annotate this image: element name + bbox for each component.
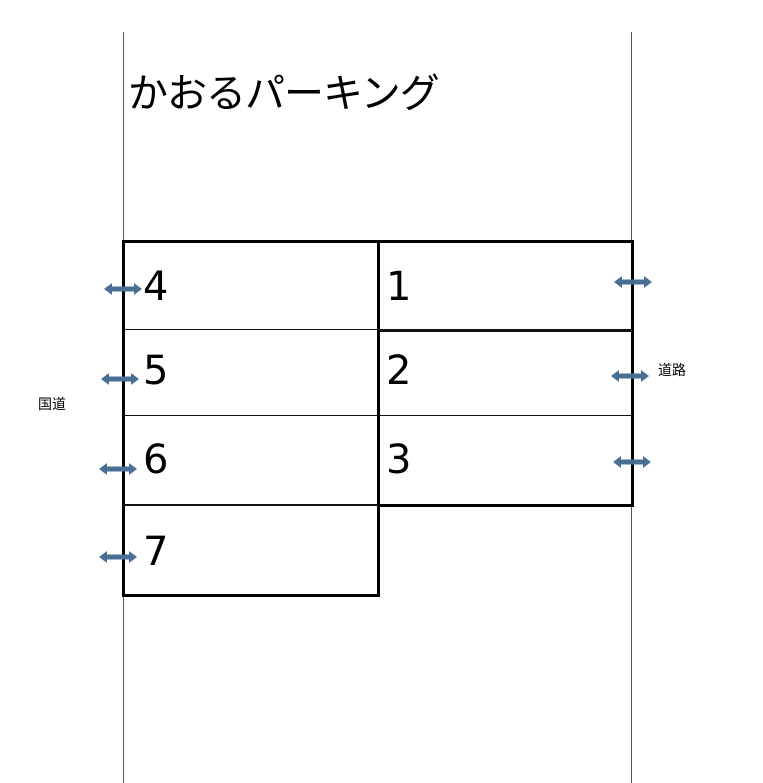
double-headed-arrow-icon [99,551,137,563]
parking-space-1[interactable]: 1 [380,243,631,329]
double-headed-arrow-icon [614,276,652,288]
parking-space-6[interactable]: 6 [125,417,377,504]
parking-lot-title: かおるパーキング [128,71,440,117]
divider-6-7 [124,504,378,506]
space-number: 2 [386,348,412,394]
double-headed-arrow-icon [611,370,649,382]
space-number: 5 [143,348,169,394]
space-number: 6 [143,437,169,483]
double-headed-arrow-icon [613,456,651,468]
left-road-label: 国道 [38,397,66,413]
divider-1-2 [379,329,632,332]
double-headed-arrow-icon [99,463,137,475]
double-headed-arrow-icon [104,283,142,295]
right-road-label: 道路 [658,363,686,379]
divider-2-3 [379,415,632,416]
space-number: 4 [143,264,169,310]
parking-space-7[interactable]: 7 [125,506,377,594]
divider-4-5 [124,329,378,330]
parking-space-4[interactable]: 4 [125,243,377,329]
double-headed-arrow-icon [101,373,139,385]
space-number: 1 [386,264,412,310]
divider-5-6 [124,415,378,416]
parking-space-2[interactable]: 2 [380,332,631,415]
space-number: 3 [386,437,412,483]
space-number: 7 [143,529,169,575]
parking-space-5[interactable]: 5 [125,331,377,415]
parking-space-3[interactable]: 3 [380,417,631,504]
